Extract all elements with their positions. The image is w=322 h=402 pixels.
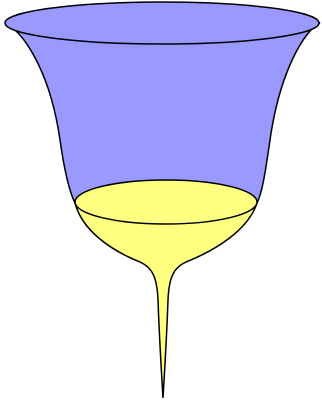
funnel-liquid-surface bbox=[75, 180, 257, 224]
funnel-top-rim bbox=[5, 2, 319, 44]
funnel-upper-section bbox=[5, 23, 320, 203]
funnel-lower-section bbox=[75, 203, 257, 398]
